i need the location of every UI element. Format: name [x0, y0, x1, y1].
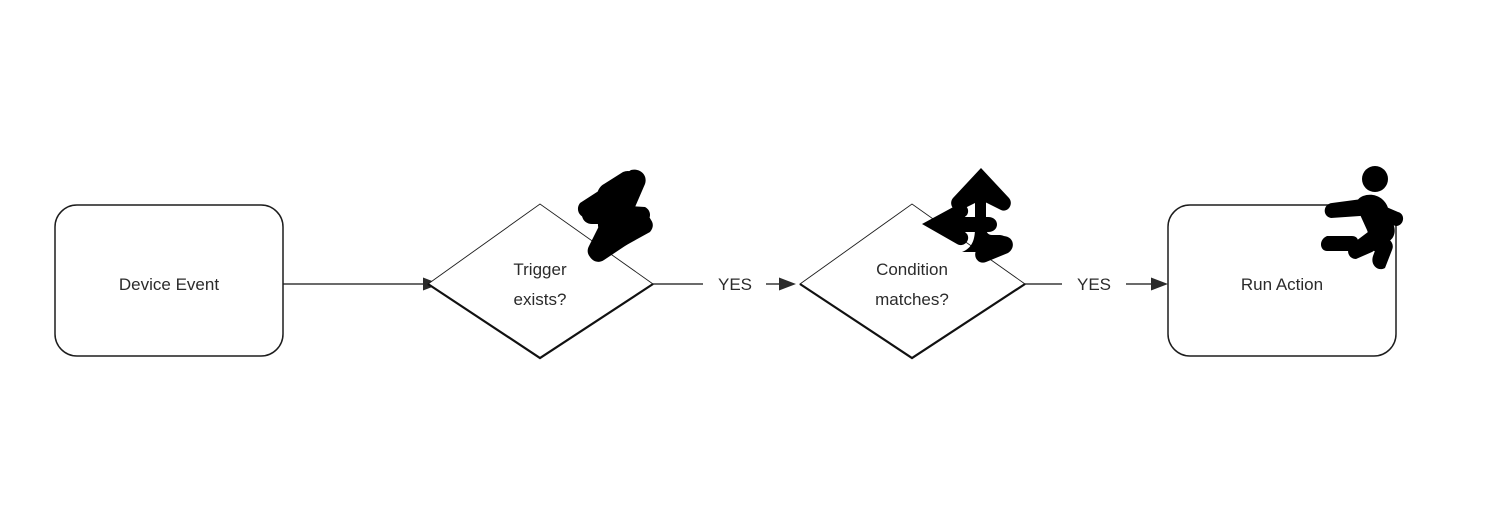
branch-arrow-left-head — [922, 203, 969, 246]
branch-arrow-icon — [922, 168, 1013, 263]
node-condition-matches[interactable]: Condition matches? — [799, 203, 1026, 360]
edge-3-label: YES — [1077, 275, 1111, 294]
running-person-leg-front — [1348, 232, 1377, 259]
edge-3-arrowhead — [1151, 277, 1168, 291]
edge-device-event-to-trigger — [283, 277, 440, 291]
lightning-bolt-icon — [577, 169, 653, 262]
node-run-action[interactable]: Run Action — [1167, 204, 1397, 357]
node-trigger-exists[interactable]: Trigger exists? — [427, 203, 654, 360]
device-event-label: Device Event — [119, 275, 219, 294]
device-event-shape[interactable] — [54, 204, 284, 357]
edge-condition-to-run-action: YES — [1025, 275, 1168, 294]
running-person-leg-rear — [1372, 237, 1393, 270]
lightning-bolt-lower — [588, 213, 652, 262]
running-person-icon — [1320, 166, 1404, 270]
condition-matches-shape-emphasis — [799, 283, 1026, 360]
running-person-arm-front — [1376, 206, 1404, 226]
trigger-exists-shape-emphasis — [427, 283, 654, 360]
condition-matches-label-line-2: matches? — [875, 290, 949, 309]
branch-arrow-up-head — [951, 168, 1011, 211]
branch-arrow-foot — [975, 236, 1013, 263]
trigger-exists-label-line-1: Trigger — [513, 260, 567, 279]
edge-2-arrowhead — [779, 277, 796, 291]
running-person-head — [1362, 166, 1388, 192]
node-device-event[interactable]: Device Event — [54, 204, 284, 357]
running-person-arm-back — [1324, 199, 1369, 218]
trigger-exists-label-line-2: exists? — [514, 290, 567, 309]
edge-2-label: YES — [718, 275, 752, 294]
condition-matches-label-line-1: Condition — [876, 260, 948, 279]
run-action-label: Run Action — [1241, 275, 1323, 294]
running-person-shoe — [1320, 236, 1359, 251]
edge-trigger-to-condition: YES — [653, 275, 796, 294]
